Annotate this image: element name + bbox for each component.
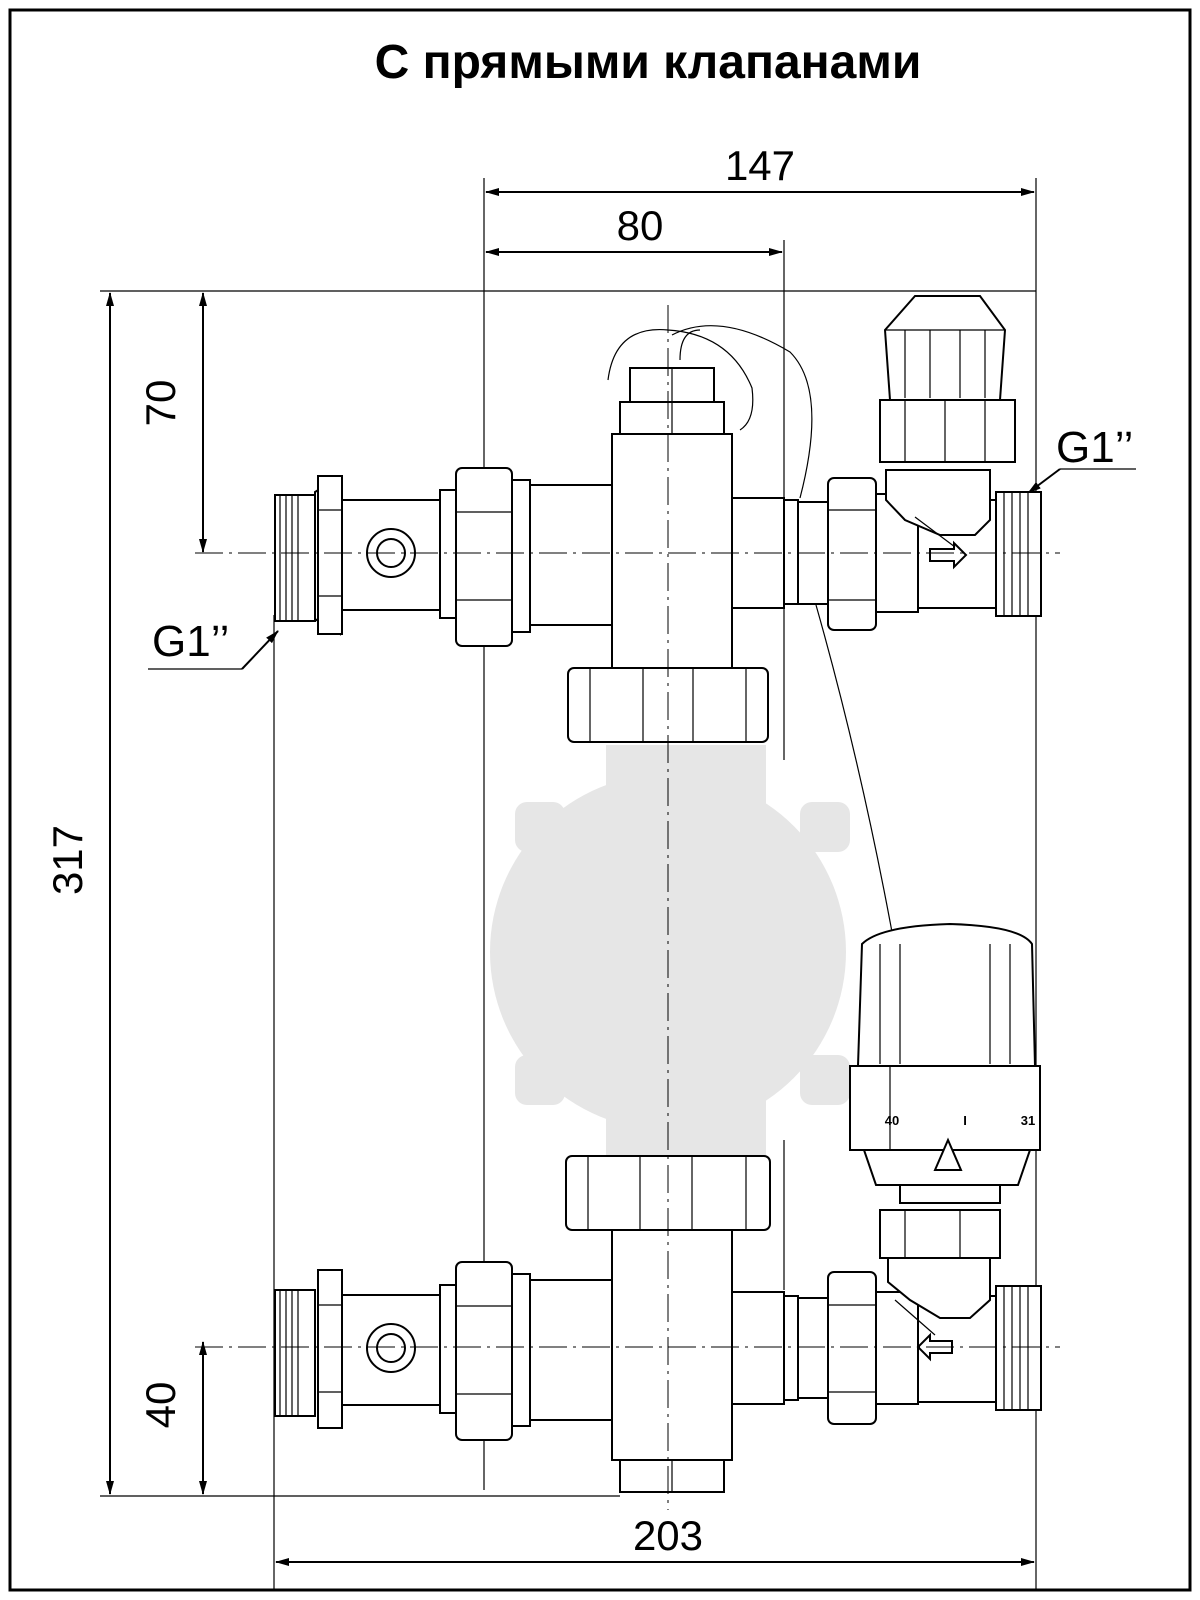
center-lines [195, 305, 1060, 1510]
thread-callout-right [1027, 468, 1136, 494]
dimension-80: 80 [617, 202, 664, 249]
scale-mark-right: 31 [1021, 1113, 1035, 1128]
capillary-tube [815, 604, 893, 933]
thermostatic-head [849, 922, 1041, 1204]
drawing-title: С прямыми клапанами [375, 36, 922, 89]
thread-label-left: G1’’ [152, 617, 229, 666]
pump-silhouette [490, 745, 850, 1155]
central-block-upper [567, 325, 813, 743]
dimension-70: 70 [137, 380, 184, 427]
dimension-317: 317 [44, 825, 91, 895]
scale-mark-middle: I [963, 1113, 967, 1128]
thread-callout-left [148, 630, 279, 670]
supply-line-assembly [274, 467, 1042, 647]
thread-label-right: G1’’ [1056, 423, 1133, 472]
drawing-border [8, 8, 1192, 1592]
dimension-203: 203 [633, 1512, 703, 1559]
upper-valve-cap [879, 295, 1016, 463]
dimension-40: 40 [137, 1382, 184, 1429]
dimension-lines [106, 188, 1035, 1566]
return-line-assembly [274, 1155, 1042, 1493]
dimension-147: 147 [725, 142, 795, 189]
scale-mark-left: 40 [885, 1113, 899, 1128]
